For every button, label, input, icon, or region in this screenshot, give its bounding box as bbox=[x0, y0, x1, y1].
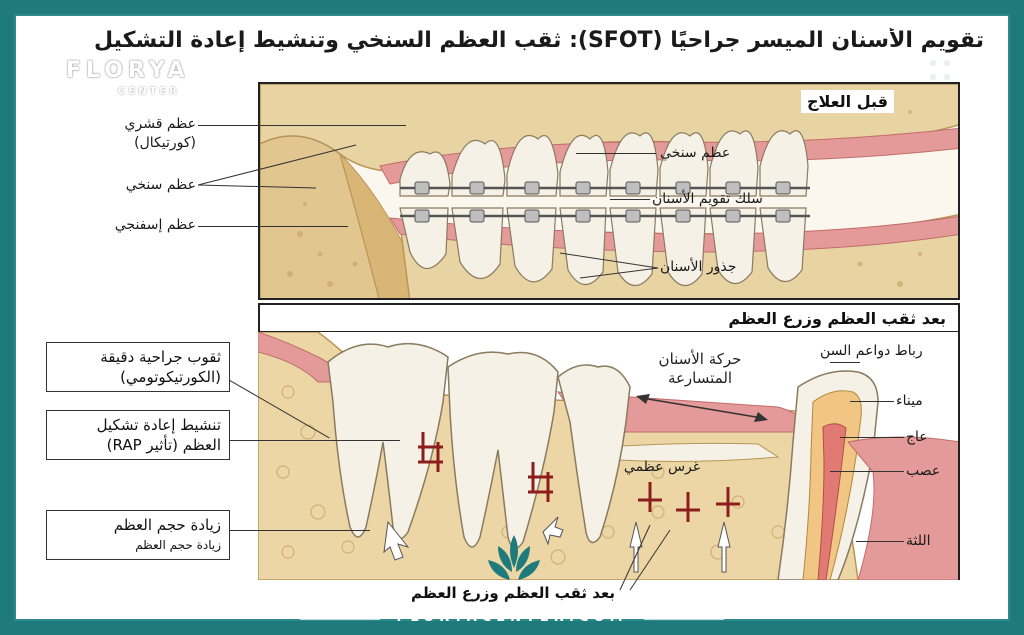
page-title: تقويم الأسنان الميسر جراحيًا (SFOT): ثقب… bbox=[94, 28, 984, 53]
cancellous-bone-label: عظم إسفنجي bbox=[114, 217, 196, 233]
dentin-leader bbox=[840, 437, 904, 438]
bone-volume-box: زيادة حجم العظم زيادة حجم العظم bbox=[46, 510, 230, 560]
footer-line-left bbox=[300, 619, 380, 620]
alveolar-bone-left-label: عظم سنخي bbox=[125, 177, 196, 193]
rap-line1: تنشيط إعادة تشكيل bbox=[96, 416, 221, 434]
nerve-leader bbox=[830, 471, 904, 472]
rap-effect-box: تنشيط إعادة تشكيل العظم (تأثير RAP) bbox=[46, 410, 230, 460]
enamel-label: ميناء bbox=[896, 393, 923, 409]
accelerated-movement-label: حركة الأسنان المتسارعة bbox=[640, 350, 760, 388]
watermark-brand: FLORYA bbox=[66, 58, 190, 83]
alveolar-bone-right-label: عظم سنخي bbox=[660, 145, 731, 161]
cortical-bone-label: عظم قشري bbox=[124, 116, 196, 132]
corticotomy-box: ثقوب جراحية دقيقة (الكورتيكوتومي) bbox=[46, 342, 230, 392]
alveolar-bone-right-leader bbox=[576, 153, 656, 154]
tooth-roots-leaders bbox=[559, 252, 659, 279]
tooth-roots-label: جذور الأسنان bbox=[660, 259, 737, 275]
bone-graft-illustration bbox=[258, 332, 958, 580]
braces-wire-leader bbox=[610, 199, 650, 200]
movement-line1: حركة الأسنان bbox=[658, 350, 742, 368]
nerve-label: عصب bbox=[906, 463, 941, 479]
footer-brand: FLORYACENTER.COM bbox=[396, 610, 628, 625]
before-treatment-header: قبل العلاج bbox=[800, 90, 894, 113]
jaw-illustration bbox=[260, 84, 958, 298]
movement-double-arrow bbox=[636, 394, 768, 422]
braces-wire-label: سلك تقويم الأسنان bbox=[652, 191, 763, 207]
pdl-leader bbox=[830, 362, 860, 363]
leaf-logo-icon bbox=[488, 535, 540, 580]
before-treatment-panel: قبل العلاج bbox=[258, 82, 960, 300]
watermark-sub: CENTER bbox=[118, 86, 180, 97]
bone-volume-leader bbox=[230, 530, 370, 531]
volume-line2: زيادة حجم العظم bbox=[135, 538, 221, 552]
gums-leader bbox=[856, 541, 904, 542]
gums-label: اللثة bbox=[906, 533, 931, 549]
rap-line2: العظم (تأثير RAP) bbox=[106, 436, 221, 454]
pdl-label: رباط دواعم السن bbox=[820, 343, 923, 359]
bone-graft-label: غرس عظمي bbox=[623, 459, 701, 475]
movement-line2: المتسارعة bbox=[667, 369, 733, 387]
cancellous-bone-leader bbox=[198, 226, 348, 227]
after-treatment-header: بعد ثقب العظم وزرع العظم bbox=[722, 307, 952, 330]
rap-leader bbox=[230, 440, 400, 441]
footer-line-right bbox=[644, 619, 724, 620]
corticotomy-line2: (الكورتيكوتومي) bbox=[120, 368, 221, 386]
cortical-bone-leader bbox=[198, 125, 406, 126]
cortical-bone-alt-label: (كورتيكال) bbox=[134, 135, 196, 151]
bottom-caption: بعد ثقب العظم وزرع العظم bbox=[410, 584, 616, 602]
corticotomy-line1: ثقوب جراحية دقيقة bbox=[100, 348, 221, 366]
enamel-leader bbox=[850, 401, 894, 402]
volume-line1: زيادة حجم العظم bbox=[113, 516, 221, 534]
dentin-label: عاج bbox=[906, 429, 928, 445]
after-treatment-panel bbox=[258, 332, 960, 580]
alveolar-bone-left-leaders bbox=[197, 144, 357, 189]
after-treatment-header-bar: بعد ثقب العظم وزرع العظم bbox=[258, 303, 960, 333]
caption-leaders bbox=[619, 524, 671, 591]
